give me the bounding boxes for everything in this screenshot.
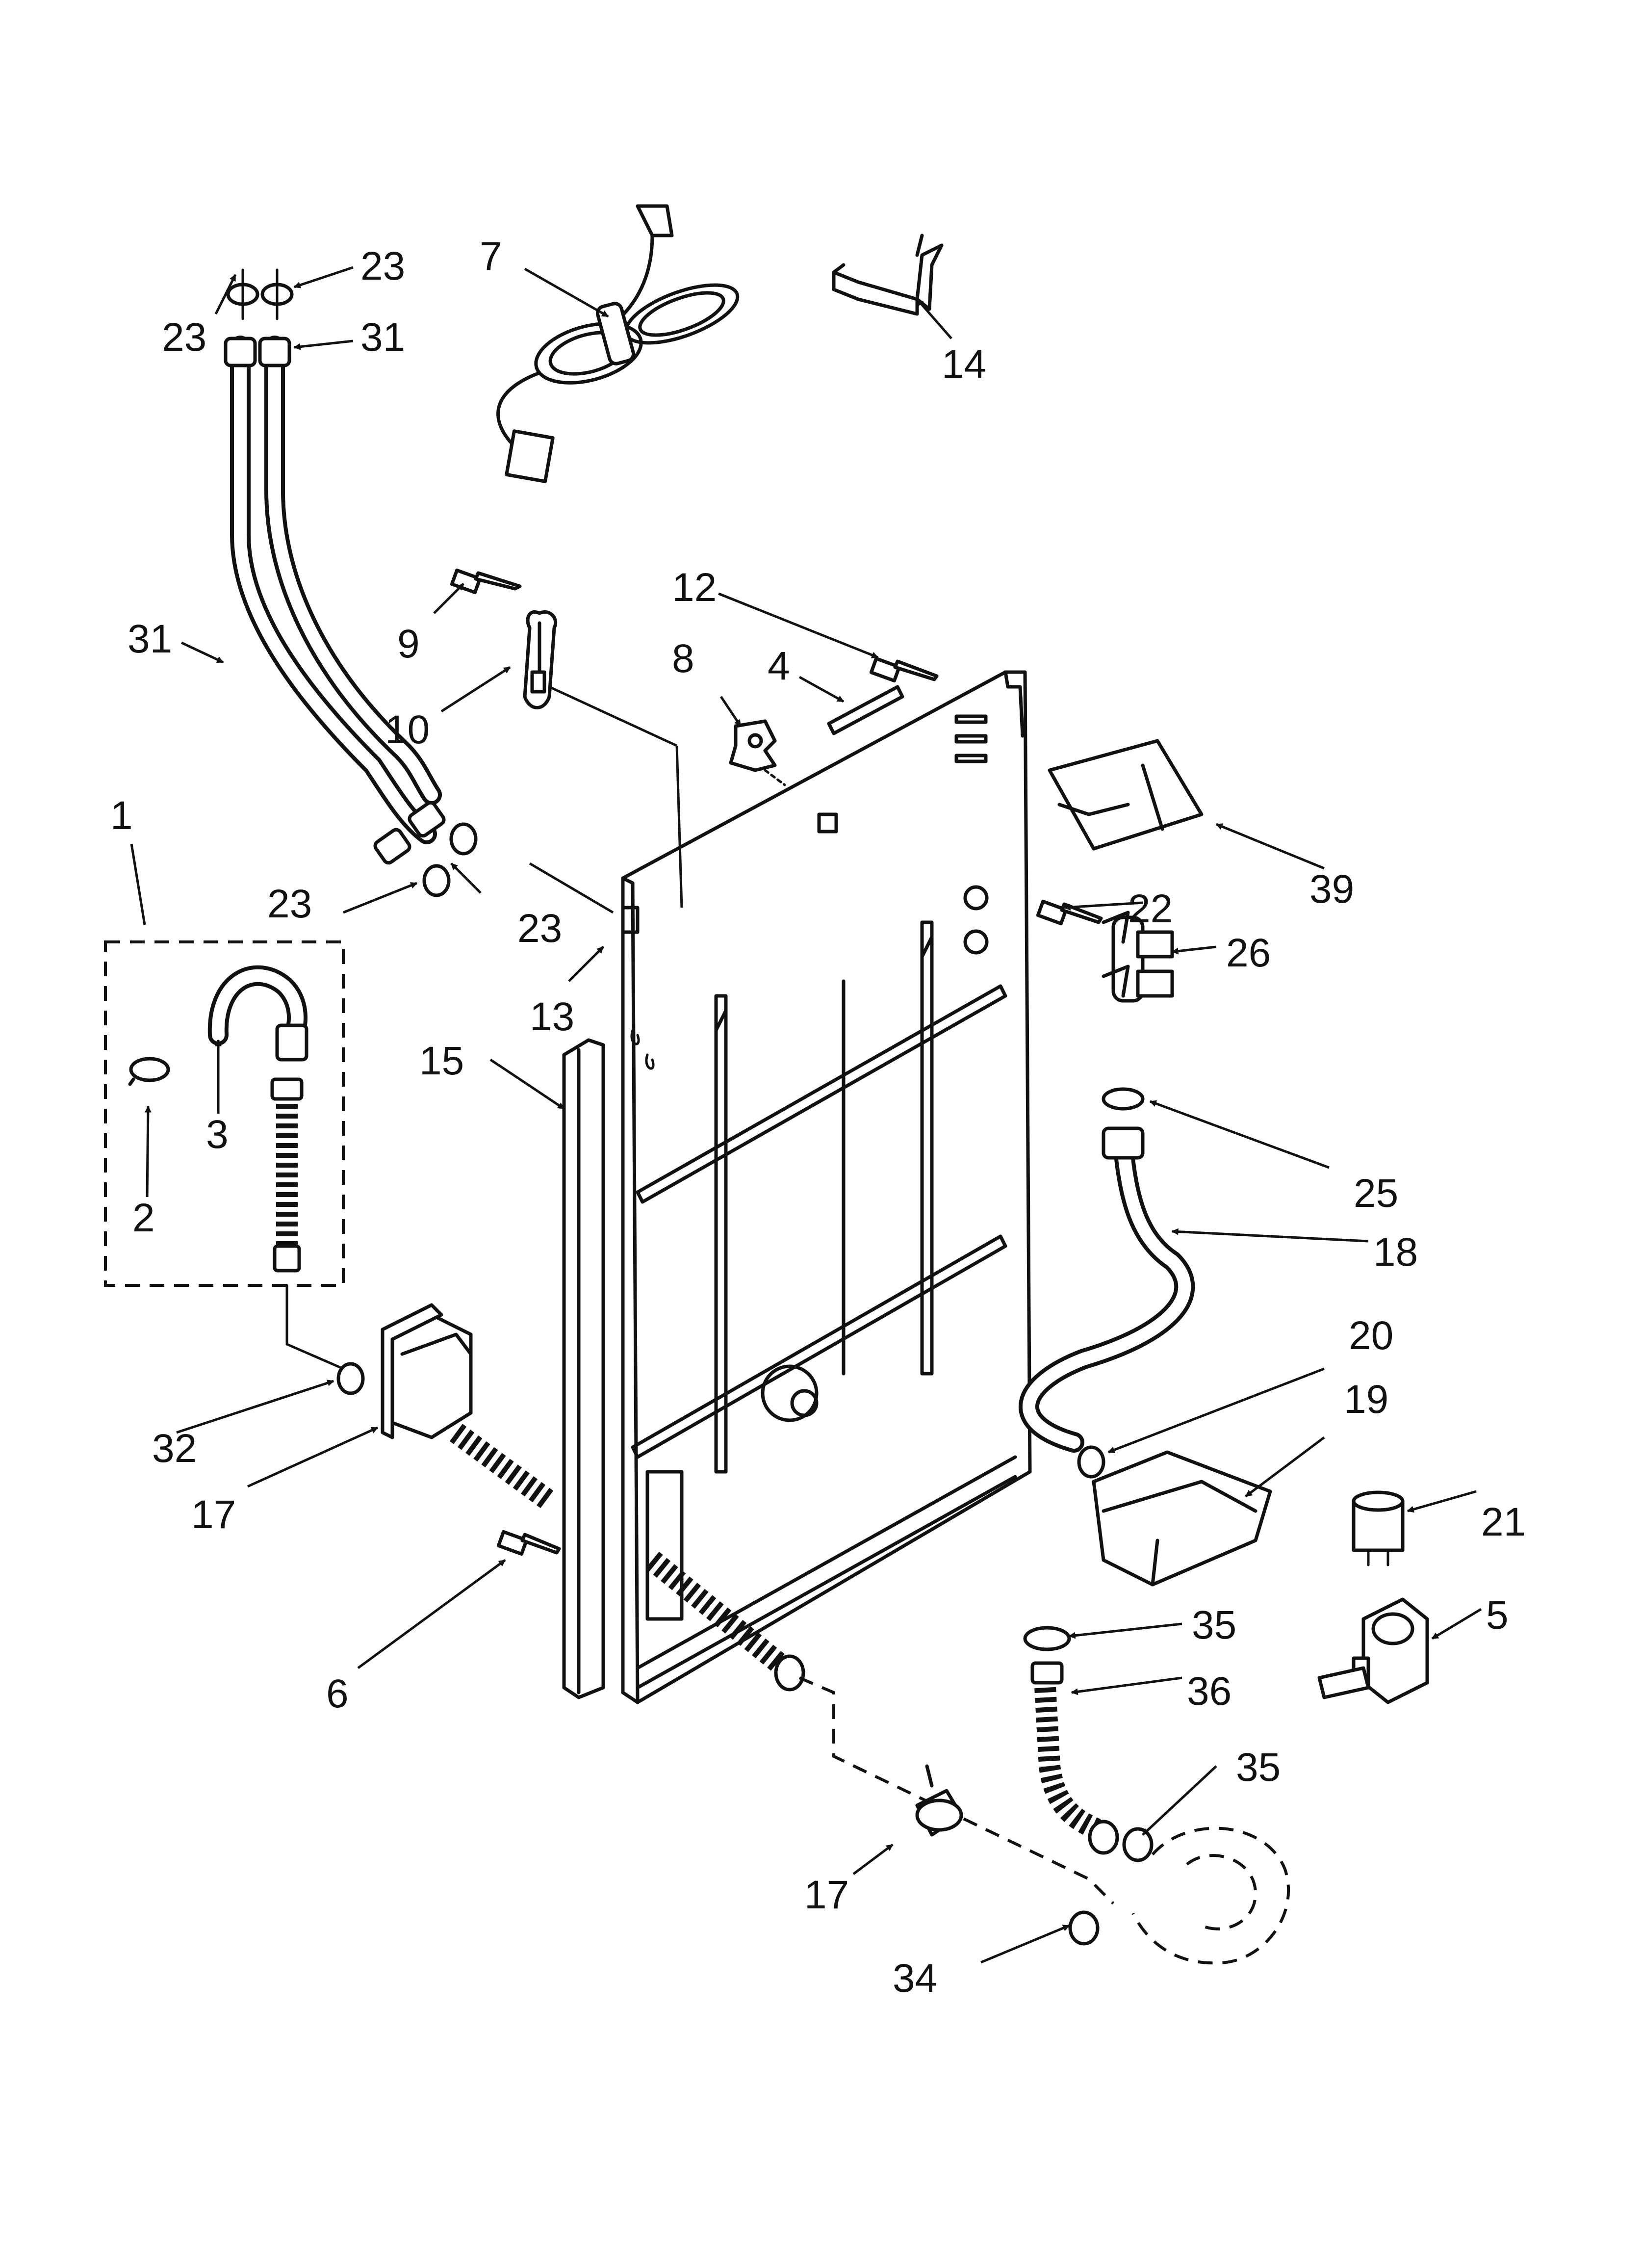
callout-39: 39 bbox=[1309, 867, 1354, 912]
bracket-13 bbox=[832, 234, 944, 316]
side-strip bbox=[562, 1038, 605, 1699]
hose-36 bbox=[1023, 1626, 1290, 1965]
callout-2: 2 bbox=[132, 1196, 155, 1240]
hose-18 bbox=[1018, 1087, 1195, 1479]
callout-7: 7 bbox=[480, 234, 502, 279]
callout-1: 1 bbox=[110, 793, 133, 838]
callout-32: 32 bbox=[152, 1426, 197, 1471]
callout-5: 5 bbox=[1486, 1593, 1509, 1638]
part-20 bbox=[1092, 1450, 1272, 1587]
part-8 bbox=[729, 719, 786, 786]
drain-hose-kit bbox=[104, 940, 345, 1287]
part-4 bbox=[827, 685, 904, 735]
callout-14: 15 bbox=[419, 1039, 464, 1083]
callout-31-a: 31 bbox=[360, 315, 405, 360]
callout-15: 17 bbox=[191, 1492, 236, 1537]
part-39 bbox=[1048, 739, 1204, 851]
callout-31-b: 31 bbox=[128, 617, 172, 661]
callout-10: 10 bbox=[385, 707, 430, 752]
callout-19: 21 bbox=[1481, 1500, 1526, 1544]
callout-20: 19 bbox=[1344, 1377, 1388, 1422]
callout-23-d: 23 bbox=[517, 906, 562, 951]
callout-labels: 7 14 23 23 31 31 9 10 12 8 4 13 23 23 39… bbox=[110, 234, 1526, 2001]
leader-lines bbox=[130, 266, 1482, 1964]
callout-11: 13 bbox=[530, 994, 574, 1039]
callout-35-b: 35 bbox=[1236, 1745, 1281, 1790]
clip-10 bbox=[523, 610, 558, 709]
clamp-17 bbox=[915, 1764, 963, 1837]
callout-25: 25 bbox=[1354, 1171, 1398, 1216]
screw-12 bbox=[869, 656, 939, 683]
callout-23-a: 23 bbox=[360, 244, 405, 288]
screw-6 bbox=[496, 1530, 561, 1556]
callout-13: 14 bbox=[942, 342, 986, 387]
pump-5 bbox=[1317, 1597, 1429, 1704]
callout-18: 18 bbox=[1373, 1230, 1418, 1275]
callout-23-c: 23 bbox=[267, 882, 312, 926]
rear-panel bbox=[621, 670, 1032, 1704]
callout-35-a: 35 bbox=[1192, 1603, 1236, 1647]
drain-connector bbox=[285, 1284, 556, 1510]
callout-4: 4 bbox=[768, 644, 790, 688]
screw-22 bbox=[1036, 899, 1103, 926]
screws bbox=[450, 568, 1103, 1556]
inlet-hoses bbox=[224, 268, 478, 897]
callout-23-b: 23 bbox=[162, 315, 206, 360]
callout-9: 9 bbox=[397, 622, 420, 666]
callout-8: 8 bbox=[672, 636, 694, 681]
callout-6: 6 bbox=[326, 1671, 349, 1716]
water-valve bbox=[1102, 911, 1174, 1003]
callout-3: 3 bbox=[206, 1112, 229, 1157]
screw-9 bbox=[450, 568, 522, 595]
callout-17: 17 bbox=[804, 1873, 849, 1917]
power-cord bbox=[496, 204, 740, 483]
callout-22: 22 bbox=[1128, 886, 1173, 931]
callout-12: 12 bbox=[672, 565, 717, 610]
callout-36: 36 bbox=[1187, 1669, 1232, 1714]
callout-21: 20 bbox=[1349, 1313, 1393, 1358]
drain-hose-internal bbox=[645, 1551, 1115, 1905]
callout-26: 26 bbox=[1226, 931, 1271, 975]
callout-34: 34 bbox=[893, 1956, 937, 2001]
part-19 bbox=[1352, 1490, 1405, 1566]
